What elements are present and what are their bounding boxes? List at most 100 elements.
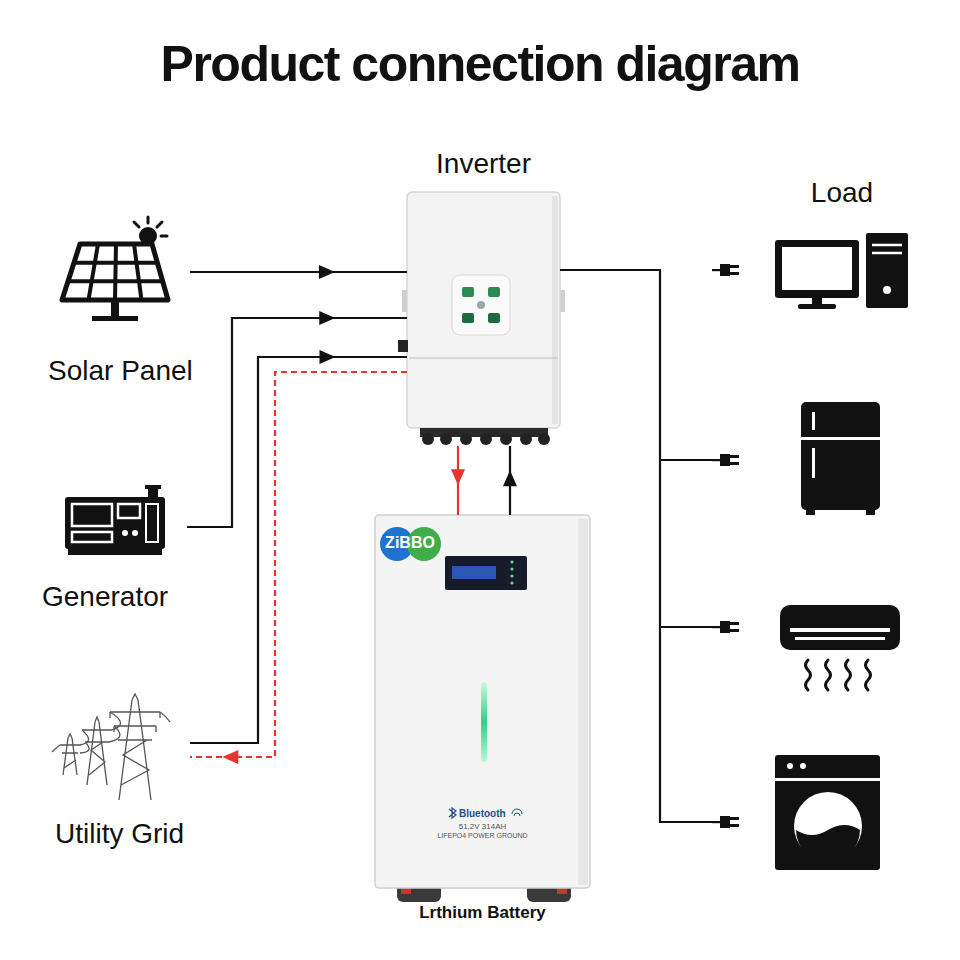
connector <box>451 446 465 515</box>
connector-line <box>560 270 712 822</box>
air-conditioner-icon <box>795 637 885 640</box>
plug-symbol <box>720 816 730 828</box>
device-label: Inverter <box>387 148 580 180</box>
device-label: Solar Panel <box>48 355 218 387</box>
battery-cabinet <box>449 808 456 818</box>
generator-node: Generator <box>40 485 187 615</box>
generator-icon <box>72 532 112 542</box>
brand-logo: ZiBBO <box>380 534 440 552</box>
computer-icon <box>812 298 822 304</box>
arrow-head <box>222 750 238 764</box>
plug-symbol <box>730 462 739 465</box>
inverter-unit <box>462 313 474 323</box>
inverter-unit <box>477 301 485 309</box>
battery-cabinet <box>481 682 487 762</box>
pylon-icon <box>110 694 160 800</box>
connector-line <box>190 271 407 273</box>
computer-icon <box>866 233 908 308</box>
device-label: Load <box>782 177 902 209</box>
plug-symbol <box>712 459 721 461</box>
solar-panel-icon <box>134 217 167 236</box>
inverter-unit <box>407 192 560 428</box>
plug-symbol <box>720 264 730 276</box>
washing-machine-icon <box>796 825 860 862</box>
fridge-icon <box>801 402 880 510</box>
generator-icon <box>72 504 112 526</box>
inverter-unit <box>398 192 565 445</box>
computer-icon <box>782 247 852 290</box>
solar-panel-icon <box>111 300 119 318</box>
connector <box>190 350 407 743</box>
plug-symbol <box>712 821 721 823</box>
connector <box>190 265 407 279</box>
battery-cabinet <box>510 581 513 584</box>
connector <box>560 270 712 822</box>
generator-icon <box>132 530 138 536</box>
arrow-head <box>319 311 335 325</box>
fridge-icon <box>801 437 880 440</box>
device-label: Utility Grid <box>55 818 215 850</box>
plug-symbol <box>730 817 739 820</box>
computer-icon <box>775 240 859 298</box>
inverter-unit <box>488 287 500 297</box>
battery-cabinet <box>445 556 527 590</box>
inverter-unit <box>538 433 550 445</box>
fridge-icon <box>801 402 880 515</box>
spec-text: Bluetooth <box>459 808 519 820</box>
battery-cabinet <box>375 515 590 902</box>
inverter-unit <box>440 433 452 445</box>
inverter-unit <box>452 275 510 335</box>
inverter-unit <box>462 287 474 297</box>
inverter-unit <box>500 433 512 445</box>
pylon-icon <box>52 694 170 800</box>
computer-icon <box>883 286 891 294</box>
fridge-icon <box>806 509 815 515</box>
device-label: Generator <box>42 581 192 613</box>
inverter-unit <box>488 313 500 323</box>
solar-panel-icon <box>92 316 138 321</box>
air-conditioner-icon <box>806 660 871 690</box>
arrow-head <box>319 265 335 279</box>
battery-cabinet <box>578 519 588 885</box>
washing-machine-icon <box>787 763 793 769</box>
device-label: Lrthium Battery <box>375 903 590 923</box>
battery-node: ZiBBOBluetooth51.2V 314AHLIFEPO4 POWER G… <box>375 515 590 888</box>
arrow-head <box>503 470 517 486</box>
generator-icon <box>65 497 165 549</box>
plug-symbol <box>730 272 739 275</box>
generator-icon <box>118 504 140 518</box>
arrow-head <box>451 469 465 485</box>
load-node: Load <box>712 175 917 875</box>
inverter-unit <box>552 196 558 424</box>
inverter-unit <box>422 433 434 445</box>
fridge-icon <box>812 448 815 478</box>
connector <box>187 311 407 527</box>
washing-machine-icon <box>800 763 806 769</box>
generator-icon <box>146 504 158 542</box>
plug-symbol <box>712 626 721 628</box>
battery-cabinet <box>510 567 513 570</box>
air-conditioner-icon <box>780 605 900 650</box>
battery-cabinet <box>510 574 513 577</box>
fridge-icon <box>812 412 815 430</box>
battery-cabinet <box>452 566 496 579</box>
plug-symbol <box>730 824 739 827</box>
plug-symbol <box>720 621 730 633</box>
solar-panel-node: Solar Panel <box>40 215 190 390</box>
plug-symbol <box>730 622 739 625</box>
diagram-title: Product connection diagram <box>0 36 960 94</box>
spec-text: 51.2V 314AH <box>375 822 590 831</box>
plug-symbol <box>730 265 739 268</box>
computer-icon <box>775 233 908 309</box>
inverter-unit <box>409 357 558 359</box>
fridge-icon <box>866 509 875 515</box>
pylon-icon <box>82 717 112 785</box>
arrow-head <box>319 350 335 364</box>
generator-icon <box>122 530 128 536</box>
plug-symbol <box>712 264 739 828</box>
solar-panel-icon <box>62 244 168 300</box>
pylon-icon <box>60 734 80 775</box>
plug-symbol <box>730 455 739 458</box>
connector-line <box>457 446 459 515</box>
